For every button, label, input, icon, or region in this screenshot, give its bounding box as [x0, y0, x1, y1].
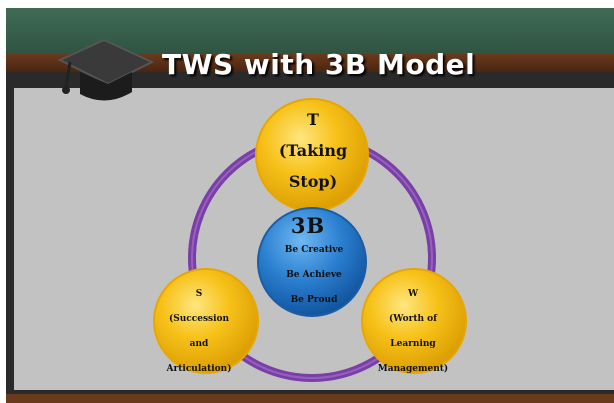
center-label: Be Creative Be Achieve Be Proud	[268, 238, 360, 313]
center-line: Be Proud	[290, 295, 338, 305]
node-w-circle	[361, 268, 467, 374]
node-w-line: Management)	[377, 364, 449, 374]
slide-title: TWS with 3B Model	[162, 48, 476, 81]
node-w-line: W	[407, 289, 419, 299]
node-w-label: W (Worth of Learning Management)	[368, 282, 458, 382]
node-t-line: T	[307, 110, 319, 129]
node-s-label: S (Succession and Articulation)	[154, 282, 244, 382]
wood-frame-bottom	[6, 394, 614, 403]
node-w-line: Learning	[390, 339, 436, 349]
node-t-line: (Taking	[278, 141, 348, 160]
center-circle	[257, 207, 367, 317]
graduation-cap-icon	[57, 38, 155, 101]
center-line: Be Achieve	[286, 270, 342, 280]
node-s-line: (Succession	[168, 314, 230, 324]
center-line: Be Creative	[284, 245, 344, 255]
center-heading: 3B	[290, 213, 326, 238]
node-t-label: T (Taking Stop)	[265, 104, 361, 197]
node-s-line: and	[189, 339, 209, 349]
node-t-line: Stop)	[288, 172, 338, 191]
node-s-line: Articulation)	[166, 364, 232, 374]
wood-frame-top	[6, 54, 614, 72]
node-s-circle	[153, 268, 259, 374]
node-w-line: (Worth of	[388, 314, 438, 324]
node-s-line: S	[195, 289, 203, 299]
